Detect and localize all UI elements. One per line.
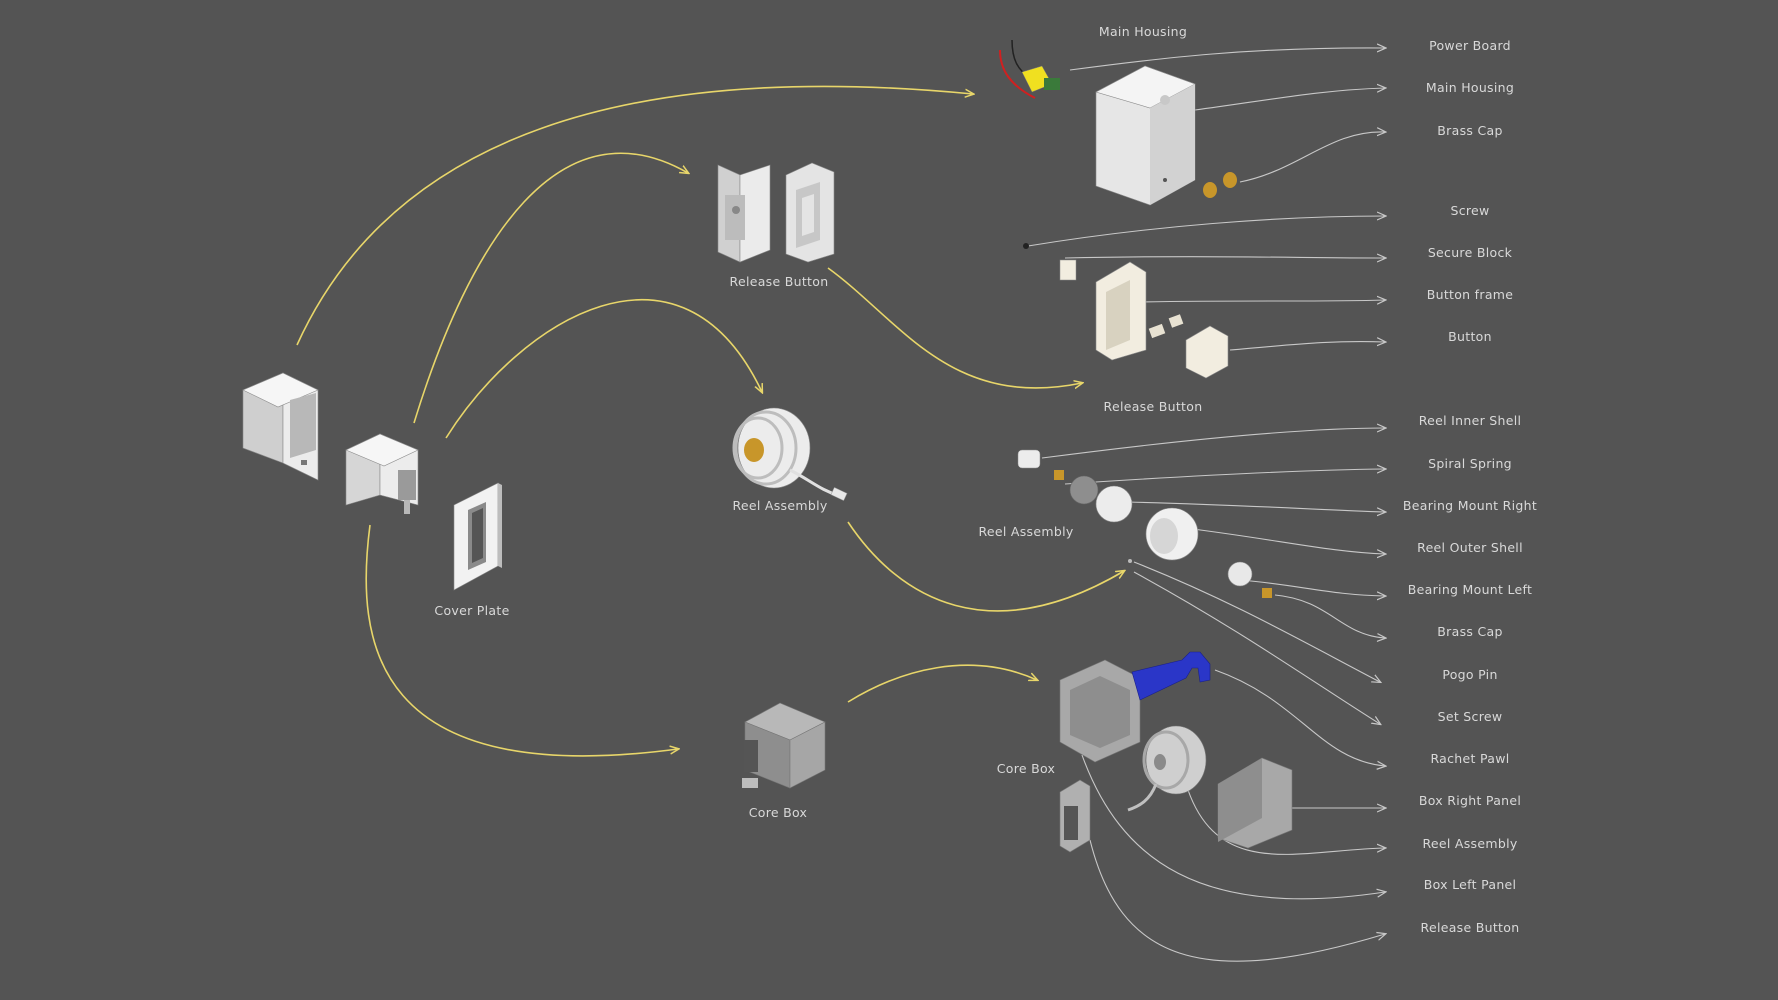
leader-bearing-mount-right — [1127, 501, 1385, 512]
assembled-housing-illustration — [242, 372, 319, 481]
part-label-reel-assembly: Reel Assembly — [1422, 836, 1517, 851]
leader-pogo-pin — [1133, 561, 1380, 682]
parts-list: Power Board Main Housing Brass Cap Screw… — [1403, 38, 1537, 935]
leader-reel-inner-shell — [1041, 428, 1385, 459]
arrow-reel-to-exploded — [847, 521, 1124, 612]
leader-button — [1229, 342, 1385, 351]
part-label-bearing-mount-left: Bearing Mount Left — [1408, 582, 1532, 597]
arrow-core-to-core-box — [365, 524, 678, 757]
leader-rachet-pawl — [1214, 669, 1385, 766]
part-label-set-screw: Set Screw — [1438, 709, 1503, 724]
part-label-screw: Screw — [1450, 203, 1489, 218]
leader-bearing-mount-left — [1239, 579, 1385, 596]
leader-secure-block — [1064, 257, 1385, 258]
arrow-housing-to-main-housing — [296, 85, 973, 346]
label-release-button: Release Button — [730, 274, 829, 289]
label-core-box: Core Box — [749, 805, 808, 820]
leader-brass-cap-1 — [1239, 132, 1385, 183]
leader-screw — [1027, 216, 1385, 247]
leader-reel-assembly — [1187, 789, 1385, 855]
cover-plate-illustration — [453, 482, 502, 591]
leader-brass-cap-2 — [1274, 594, 1385, 638]
reel-assembly-illustration — [732, 407, 848, 501]
release-button-exploded — [1023, 243, 1229, 379]
leader-power-board — [1069, 48, 1385, 71]
label-release-button-exploded: Release Button — [1104, 399, 1203, 414]
main-housing-exploded — [999, 39, 1237, 206]
part-label-brass-cap: Brass Cap — [1437, 123, 1502, 138]
leader-button-frame — [1139, 300, 1385, 302]
part-label-box-right-panel: Box Right Panel — [1419, 793, 1521, 808]
leader-box-left-panel — [1081, 754, 1385, 900]
label-main-housing-exploded: Main Housing — [1099, 24, 1187, 39]
part-label-brass-cap-2: Brass Cap — [1437, 624, 1502, 639]
assembled-core-illustration — [345, 433, 419, 514]
part-label-release-button: Release Button — [1421, 920, 1520, 935]
label-reel-assembly: Reel Assembly — [732, 498, 827, 513]
arrow-core-to-release-button — [413, 152, 688, 424]
part-label-reel-outer-shell: Reel Outer Shell — [1417, 540, 1523, 555]
part-label-rachet-pawl: Rachet Pawl — [1430, 751, 1509, 766]
part-label-button: Button — [1448, 329, 1492, 344]
leader-release-button — [1089, 839, 1385, 962]
part-label-spiral-spring: Spiral Spring — [1428, 456, 1512, 471]
leader-main-housing — [1194, 88, 1385, 111]
flow-arrows — [296, 85, 1124, 757]
part-label-box-left-panel: Box Left Panel — [1424, 877, 1517, 892]
part-label-reel-inner-shell: Reel Inner Shell — [1419, 413, 1522, 428]
part-label-main-housing: Main Housing — [1426, 80, 1514, 95]
leader-lines — [1027, 48, 1385, 962]
leader-set-screw — [1133, 571, 1380, 724]
release-button-illustration — [717, 162, 835, 263]
arrow-release-button-to-exploded — [827, 267, 1082, 388]
part-label-pogo-pin: Pogo Pin — [1442, 667, 1497, 682]
leader-spiral-spring — [1064, 469, 1385, 485]
part-label-power-board: Power Board — [1429, 38, 1511, 53]
label-reel-assembly-exploded: Reel Assembly — [978, 524, 1073, 539]
core-box-illustration — [742, 702, 826, 789]
reel-assembly-exploded — [1017, 449, 1272, 598]
arrow-core-box-to-exploded — [847, 664, 1037, 703]
arrow-core-to-reel-assembly — [445, 299, 762, 439]
part-label-secure-block: Secure Block — [1428, 245, 1513, 260]
core-box-exploded — [1059, 651, 1293, 853]
part-label-bearing-mount-right: Bearing Mount Right — [1403, 498, 1537, 513]
group-labels: Release Button Reel Assembly Cover Plate… — [434, 24, 1202, 820]
label-cover-plate: Cover Plate — [434, 603, 509, 618]
part-label-button-frame: Button frame — [1427, 287, 1514, 302]
leader-reel-outer-shell — [1184, 527, 1385, 554]
label-core-box-exploded: Core Box — [997, 761, 1056, 776]
